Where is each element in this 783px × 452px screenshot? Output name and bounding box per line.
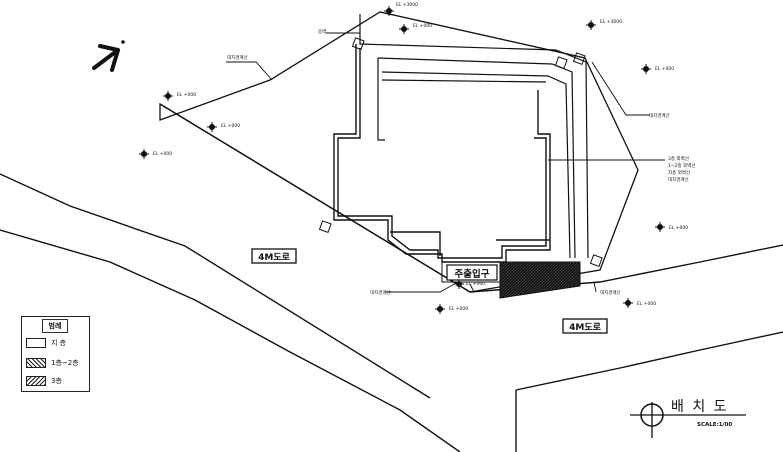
elevation-right-mid: EL +000 [669,225,688,231]
elevation-top: EL +3000 [396,2,418,8]
elevation-left-1: EL +000 [177,92,196,98]
elevation-symbol-icon [207,122,217,132]
elevation-symbol-icon [163,91,173,101]
legend-item: 3층 [26,375,62,386]
elevation-symbol-icon [655,222,665,232]
elevation-top-right: EL +3000 [600,19,622,25]
callout-bottom-right: 대지경계선 [600,289,621,296]
elevation-marks: EL +3000 EL +000 EL +3000 EL +000 EL +00… [139,2,688,314]
legend-swatch [26,357,46,368]
elevation-top-inner: EL +000 [413,23,432,29]
elevation-right-upper: EL +000 [655,66,674,72]
callout-corner: 옹벽 [318,28,326,35]
legend: 범례 지 층 1층~2층 3층 [21,316,90,392]
callout-top-left: 대지경계선 [227,54,248,61]
floor-notes: 3층 외벽선 1~2층 외벽선 지층 외벽선 대지경계선 [668,155,696,183]
road-label-south: 4M도로 [562,318,608,334]
legend-swatch [26,375,46,386]
drawing-scale: SCALE:1/00 [697,422,732,428]
road-edge-west-upper [0,173,431,399]
legend-label: 3층 [51,376,62,385]
elevation-symbol-icon [623,298,633,308]
svg-text:주출입구: 주출입구 [455,268,490,280]
svg-text:4M도로: 4M도로 [569,322,601,333]
callout-bottom-left: 대지경계선 [370,289,391,296]
floor-note: 1~2층 외벽선 [668,162,696,169]
floor-note: 지층 외벽선 [668,169,690,176]
elevation-left-2: EL +000 [221,123,240,129]
title-block: 배 치 도 SCALE:1/00 [630,399,746,438]
legend-label: 1층~2층 [51,358,79,367]
road-lines [0,103,783,452]
legend-title: 범례 [42,319,68,333]
floor-note: 3층 외벽선 [668,155,689,162]
leader-lines [226,32,665,293]
site-boundary [159,11,639,293]
legend-label: 지 층 [51,338,67,347]
road-edge-west-lower [0,229,461,452]
elevation-symbol-icon [641,64,651,74]
elevation-bottom: EL +000 [449,306,468,312]
drawing-title: 배 치 도 [671,399,729,415]
main-entrance-label: 주출입구 [446,264,498,281]
legend-swatch [26,337,46,348]
corner-markers [318,37,603,268]
building-footprint [333,44,551,263]
north-arrow-icon [92,40,125,72]
elevation-symbol-icon [384,6,394,16]
callout-right-upper: 대지경계선 [649,112,670,119]
hatched-floor-area [499,261,581,299]
elevation-bottom-right: EL +000 [637,301,656,307]
elevation-symbol-icon [454,279,464,289]
elevation-symbol-icon [399,24,409,34]
road-label-west: 4M도로 [251,248,297,264]
road-edge-southeast [515,331,783,391]
elevation-symbol-icon [586,20,596,30]
elevation-entrance: EL +000 [466,281,485,287]
elevation-symbol-icon [435,304,445,314]
svg-text:4M도로: 4M도로 [258,252,290,263]
elevation-left-3: EL +000 [153,151,172,157]
elevation-symbol-icon [139,149,149,159]
legend-item: 1층~2층 [26,357,79,368]
legend-item: 지 층 [26,337,66,348]
floor-note: 대지경계선 [668,176,689,183]
